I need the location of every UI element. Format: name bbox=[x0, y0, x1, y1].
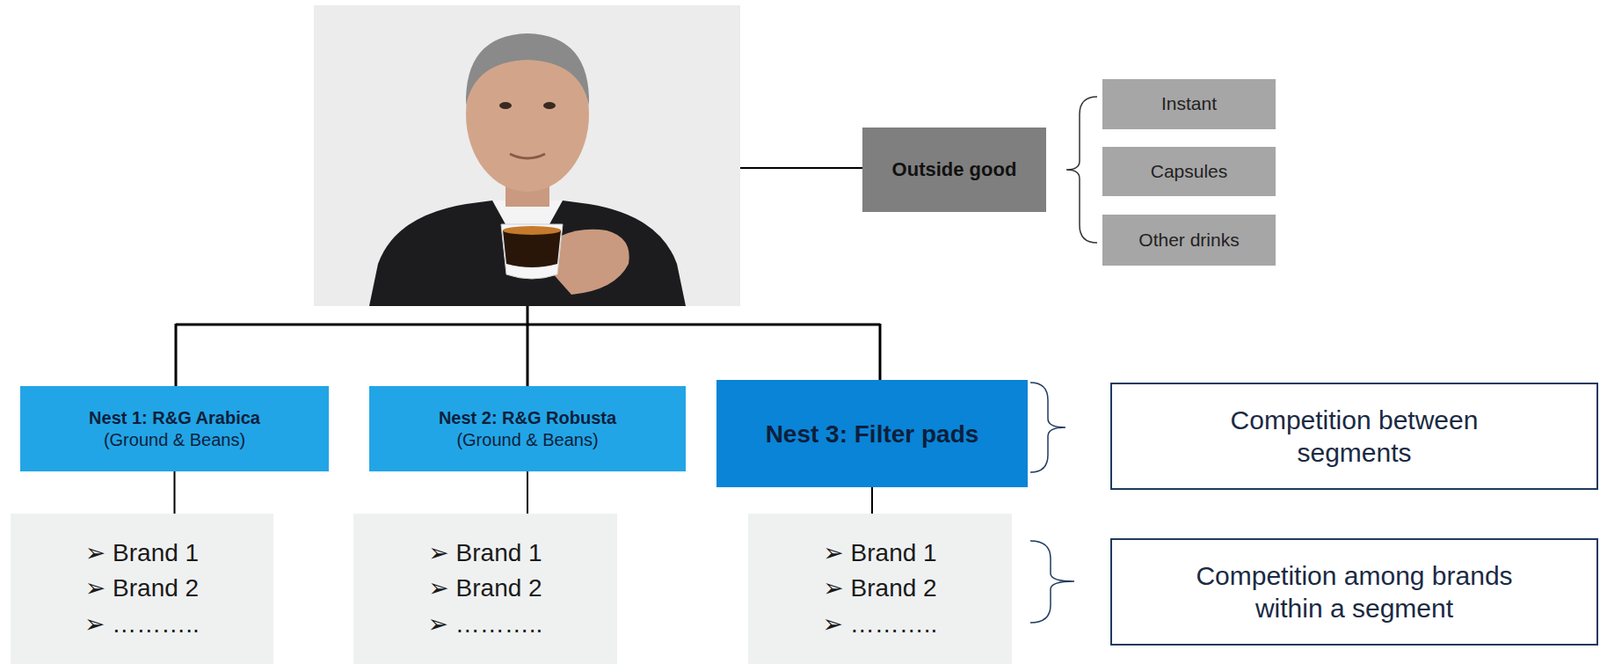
crema bbox=[502, 225, 561, 235]
brand-list: ➢ Brand 1➢ Brand 2➢ ……….. bbox=[353, 513, 618, 664]
suit bbox=[369, 200, 686, 306]
outside-good-box: Outside good bbox=[862, 127, 1047, 212]
brace bbox=[1030, 382, 1066, 473]
node-text: (Ground & Beans) bbox=[103, 429, 246, 451]
node-title: Competition between segments bbox=[1196, 403, 1513, 470]
connector-line bbox=[174, 471, 176, 514]
option-box: Other drinks bbox=[1102, 214, 1276, 266]
brace bbox=[1030, 540, 1075, 623]
option-box: Capsules bbox=[1102, 146, 1276, 197]
node-text: ➢ Brand 2 bbox=[822, 570, 937, 607]
hair bbox=[465, 33, 590, 106]
connector-line bbox=[871, 487, 873, 514]
node-text: ➢ Brand 2 bbox=[85, 570, 199, 607]
eye bbox=[499, 101, 512, 110]
connector-line bbox=[740, 167, 863, 169]
brand-list: ➢ Brand 1➢ Brand 2➢ ……….. bbox=[10, 513, 274, 664]
espresso bbox=[502, 230, 561, 268]
node-title: Outside good bbox=[892, 157, 1018, 182]
photo-ground bbox=[313, 5, 741, 306]
node-text: ➢ ……….. bbox=[84, 606, 200, 643]
note-box: Competition among brands within a segmen… bbox=[1110, 538, 1599, 646]
connector-line bbox=[526, 471, 529, 514]
nest-box: Nest 3: Filter pads bbox=[716, 379, 1028, 488]
person-illustration bbox=[313, 5, 741, 306]
node-title: Capsules bbox=[1150, 160, 1229, 183]
node-title: Nest 3: Filter pads bbox=[765, 418, 980, 450]
node-title: Competition among brands within a segmen… bbox=[1161, 559, 1549, 626]
brand-list: ➢ Brand 1➢ Brand 2➢ ……….. bbox=[748, 513, 1012, 664]
smile bbox=[509, 153, 546, 159]
nest-box: Nest 2: R&G Robusta(Ground & Beans) bbox=[369, 385, 686, 472]
node-text: ➢ ……….. bbox=[428, 606, 544, 643]
node-title: Nest 1: R&G Arabica bbox=[88, 407, 261, 430]
brace bbox=[1066, 96, 1098, 243]
node-title: Nest 2: R&G Robusta bbox=[438, 407, 617, 430]
note-box: Competition between segments bbox=[1110, 382, 1599, 490]
eye bbox=[543, 101, 556, 110]
node-title: ➢ Brand 1 bbox=[822, 535, 937, 572]
cup bbox=[501, 224, 563, 279]
option-box: Instant bbox=[1102, 79, 1276, 130]
node-title: Other drinks bbox=[1138, 228, 1239, 252]
tree-lines bbox=[175, 305, 880, 386]
node-title: ➢ Brand 1 bbox=[428, 535, 542, 572]
node-text: (Ground & Beans) bbox=[456, 429, 598, 451]
node-text: ➢ ……….. bbox=[822, 606, 939, 643]
node-title: ➢ Brand 1 bbox=[85, 535, 199, 572]
node-title: Instant bbox=[1161, 92, 1217, 116]
nest-box: Nest 1: R&G Arabica(Ground & Beans) bbox=[20, 385, 329, 472]
node-text: ➢ Brand 2 bbox=[428, 570, 542, 607]
